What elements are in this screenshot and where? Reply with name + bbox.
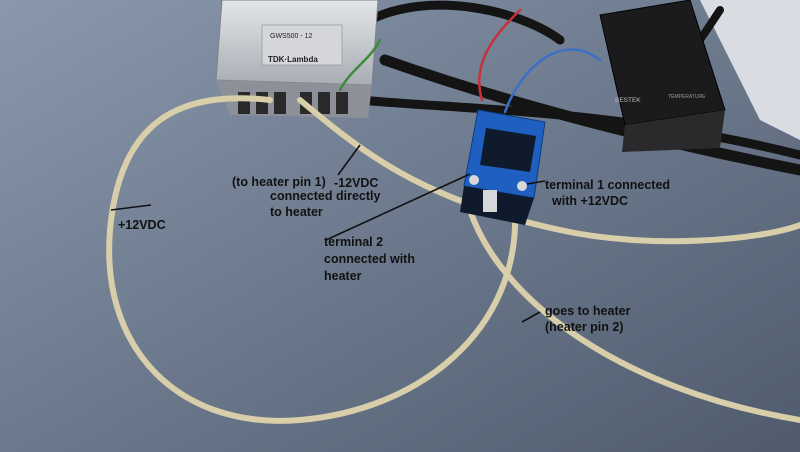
signal-wires (338, 8, 602, 114)
label-connected-directly-2: to heater (270, 205, 323, 219)
label-terminal2-1: terminal 2 (324, 235, 384, 249)
temperature-controller: BESTEK TEMPERATURE (599, 0, 726, 152)
black-mains-cables (355, 0, 800, 176)
label-goes-to-heater-1: goes to heater (545, 304, 631, 318)
controller-caption-text: TEMPERATURE (668, 94, 706, 100)
psu-brand-text: TDK·Lambda (268, 55, 318, 64)
label-minus-12vdc: -12VDC (334, 176, 379, 190)
label-terminal1-2: with +12VDC (552, 194, 629, 208)
label-terminal2-3: heater (324, 269, 362, 283)
label-connected-directly-1: connected directly (270, 189, 381, 203)
power-supply: GWS500 - 12 TDK·Lambda (215, 0, 379, 118)
label-terminal2-2: connected with (324, 252, 415, 266)
annotation-leader-lines (110, 144, 546, 323)
beige-heater-cables (106, 95, 800, 424)
label-goes-to-heater-2: (heater pin 2) (545, 320, 624, 334)
label-to-heater-pin1: (to heater pin 1) (232, 175, 326, 189)
label-plus-12vdc: +12VDC (118, 218, 166, 232)
controller-brand-text: BESTEK (615, 97, 641, 104)
solid-state-relay (460, 109, 546, 225)
label-terminal1-1: terminal 1 connected (545, 178, 671, 192)
paper-sheet (700, 0, 800, 140)
psu-model-text: GWS500 - 12 (270, 33, 313, 40)
